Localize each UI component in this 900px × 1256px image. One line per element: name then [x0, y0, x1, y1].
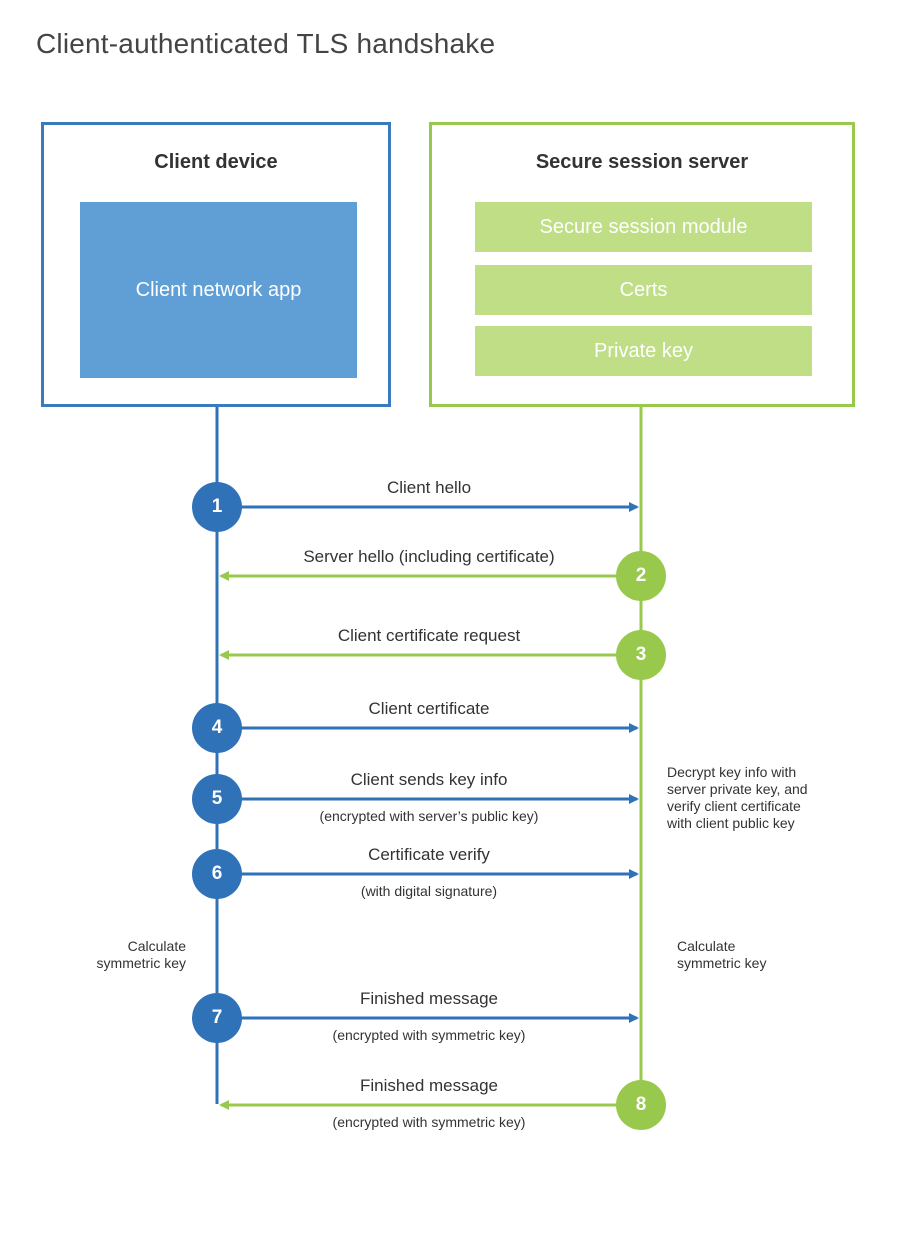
client-network-app: Client network app: [80, 202, 357, 378]
secure-session-module: Secure session module: [475, 202, 812, 252]
server-calc-note: Calculate symmetric key: [677, 938, 766, 972]
server-decrypt-note: Decrypt key info with server private key…: [667, 764, 808, 832]
step-number-badge: 4: [192, 703, 242, 753]
step-label: Finished message: [360, 1076, 498, 1095]
step-sublabel: (with digital signature): [360, 883, 498, 899]
private-key: Private key: [475, 326, 812, 376]
server-calc-note-line: symmetric key: [677, 955, 767, 971]
step-number-badge: 8: [616, 1080, 666, 1130]
step-label: Client certificate request: [337, 626, 521, 645]
client-calc-note: Calculate symmetric key: [86, 938, 186, 972]
step-number-badge: 6: [192, 849, 242, 899]
client-device-title: Client device: [154, 151, 278, 173]
server-decrypt-note-line: verify client certificate: [667, 798, 801, 814]
server-decrypt-note-line: server private key, and: [667, 781, 808, 797]
step-label: Server hello (including certificate): [303, 547, 555, 566]
diagram-title: Client-authenticated TLS handshake: [36, 28, 496, 59]
step-number-badge: 7: [192, 993, 242, 1043]
step-label: Client hello: [386, 478, 472, 497]
step-number-badge: 2: [616, 551, 666, 601]
server-calc-note-line: Calculate: [677, 938, 736, 954]
step-sublabel: (encrypted with symmetric key): [332, 1027, 526, 1043]
secure-session-server-title: Secure session server: [535, 151, 749, 173]
step-label: Finished message: [360, 989, 498, 1008]
client-calc-note-line: Calculate: [127, 938, 186, 954]
client-calc-note-line: symmetric key: [96, 955, 186, 971]
step-number-badge: 1: [192, 482, 242, 532]
step-sublabel: (encrypted with symmetric key): [332, 1114, 526, 1130]
step-sublabel: (encrypted with server’s public key): [319, 808, 539, 824]
client-device-box: Client device Client network app: [41, 122, 391, 407]
step-label: Certificate verify: [368, 845, 490, 864]
certs: Certs: [475, 265, 812, 315]
client-network-app-label: Client network app: [135, 279, 302, 301]
step-number-badge: 5: [192, 774, 242, 824]
step-label: Client certificate: [368, 699, 490, 718]
step-number-badge: 3: [616, 630, 666, 680]
secure-session-server-box: Secure session server Secure session mod…: [429, 122, 855, 407]
server-decrypt-note-line: Decrypt key info with: [667, 764, 797, 780]
step-label: Client sends key info: [350, 770, 508, 789]
server-decrypt-note-line: with client public key: [667, 815, 795, 831]
